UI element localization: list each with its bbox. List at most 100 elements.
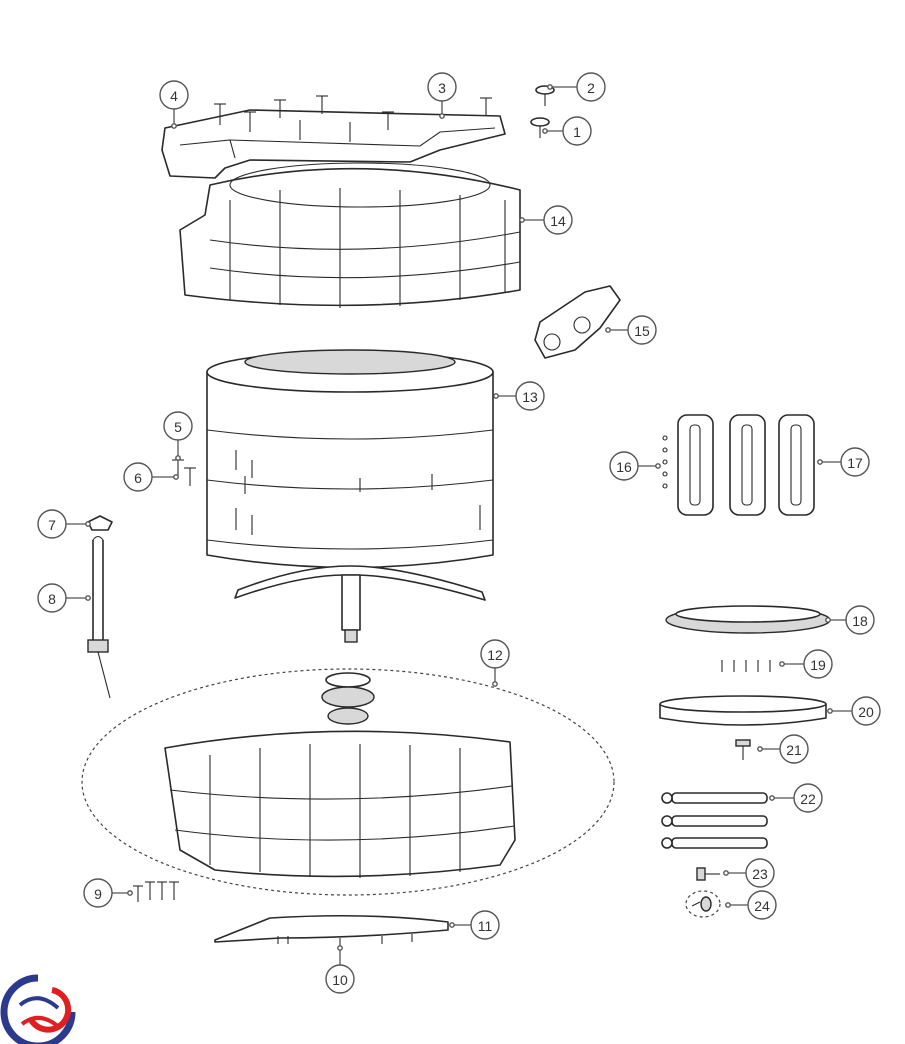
callout-number: 6	[134, 470, 142, 486]
screw-part-1	[530, 117, 550, 138]
callout-leader-dot	[769, 795, 775, 801]
callout-number: 3	[438, 80, 446, 96]
screws-part-19	[721, 660, 771, 672]
callout-leader-dot	[127, 890, 133, 896]
callout-circle	[325, 964, 355, 994]
heater-part	[87, 535, 111, 699]
callout-circle	[123, 462, 153, 492]
callout-number: 23	[752, 866, 768, 882]
upper-tub-part	[179, 162, 521, 308]
callout-number: 5	[174, 419, 182, 435]
callout-21: 21	[757, 734, 809, 764]
callout-4: 4	[159, 80, 189, 129]
lower-tub-part	[164, 730, 516, 878]
callout-23: 23	[723, 858, 775, 888]
callout-14: 14	[519, 205, 573, 235]
callout-leader-dot	[171, 123, 177, 129]
callout-number: 15	[634, 323, 650, 339]
callout-1: 1	[542, 116, 592, 146]
callout-circle	[576, 72, 606, 102]
callout-number: 8	[48, 591, 56, 607]
callout-leader-dot	[757, 746, 763, 752]
callout-circle	[83, 878, 113, 908]
callout-circle	[793, 783, 823, 813]
bracket-part	[534, 285, 621, 359]
bottom-plate-part	[214, 914, 449, 943]
callout-leader-dot	[492, 681, 498, 687]
callout-12: 12	[480, 639, 510, 687]
brand-swirl-logo-icon	[0, 974, 76, 1044]
screws-part-10	[277, 934, 413, 946]
callout-15: 15	[605, 315, 657, 345]
callout-number: 18	[852, 613, 868, 629]
callout-number: 4	[170, 88, 178, 104]
callout-18: 18	[825, 605, 875, 635]
callout-13: 13	[493, 381, 545, 411]
callout-circle	[159, 80, 189, 110]
drum-spider-part	[234, 565, 486, 643]
callout-22: 22	[769, 783, 823, 813]
callout-leader-dot	[723, 870, 729, 876]
callout-8: 8	[37, 583, 91, 613]
callout-circle	[747, 890, 777, 920]
callout-circle	[515, 381, 545, 411]
callout-number: 22	[800, 791, 816, 807]
callout-10: 10	[325, 945, 355, 994]
callout-number: 7	[48, 517, 56, 533]
callout-number: 13	[522, 389, 538, 405]
callout-circle	[845, 605, 875, 635]
callout-leader-dot	[337, 945, 343, 951]
callout-leader-dot	[173, 474, 179, 480]
callout-7: 7	[37, 509, 91, 539]
bearings-part	[321, 672, 375, 725]
callout-19: 19	[779, 649, 833, 679]
callout-9: 9	[83, 878, 133, 908]
callout-circle	[779, 734, 809, 764]
cover-screws	[214, 95, 492, 132]
drum-part	[206, 349, 494, 569]
callout-leader-dot	[655, 463, 661, 469]
callout-2: 2	[547, 72, 606, 102]
callout-6: 6	[123, 462, 179, 492]
callout-number: 20	[858, 704, 874, 720]
callout-leader-dot	[825, 617, 831, 623]
callout-24: 24	[725, 890, 777, 920]
callout-number: 19	[810, 657, 826, 673]
callout-3: 3	[427, 72, 457, 119]
callout-circle	[803, 649, 833, 679]
callout-number: 1	[573, 124, 581, 140]
callout-leader-dot	[493, 393, 499, 399]
callout-11: 11	[449, 910, 500, 940]
pin-part	[696, 867, 720, 881]
callout-number: 21	[786, 742, 802, 758]
callout-number: 17	[847, 455, 863, 471]
callout-leader-dot	[817, 459, 823, 465]
callout-leader-dot	[542, 128, 548, 134]
callout-circle	[609, 451, 639, 481]
callout-circle	[470, 910, 500, 940]
callout-leader-dot	[827, 708, 833, 714]
callout-leader-dot	[439, 113, 445, 119]
dampers-part	[661, 792, 768, 849]
callout-circle	[745, 858, 775, 888]
lifters-part	[677, 414, 815, 516]
callout-16: 16	[609, 451, 661, 481]
callout-leader-dot	[449, 922, 455, 928]
callout-circle	[480, 639, 510, 669]
callout-circle	[163, 411, 193, 441]
callout-number: 12	[487, 647, 503, 663]
callout-leader-dot	[779, 661, 785, 667]
callout-17: 17	[817, 447, 870, 477]
callout-5: 5	[163, 411, 193, 461]
callout-circle	[627, 315, 657, 345]
callout-circle	[37, 509, 67, 539]
callout-circle	[427, 72, 457, 102]
callout-number: 16	[616, 459, 632, 475]
tub-cover-part	[161, 109, 506, 179]
heater-clip-part	[87, 515, 113, 531]
callout-circle	[562, 116, 592, 146]
callout-number: 11	[478, 918, 493, 934]
stator-part	[665, 605, 831, 634]
